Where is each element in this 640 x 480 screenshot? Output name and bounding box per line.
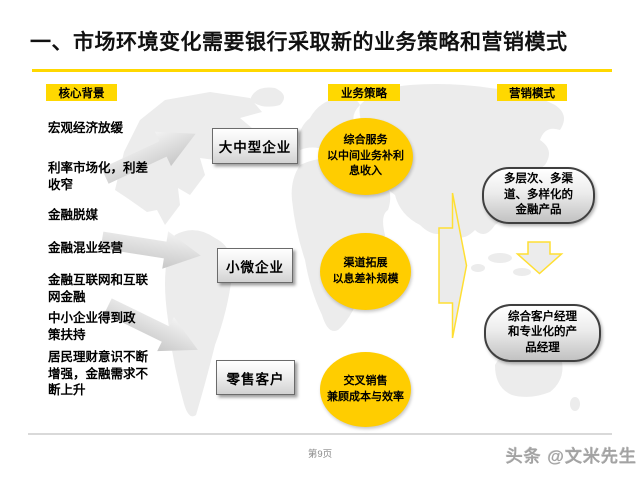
column-header-marketing-model: 营销模式 (497, 84, 567, 101)
flow-arrow-right-icon (438, 192, 468, 339)
title-underline (32, 69, 612, 72)
column-header-business-strategy: 业务策略 (328, 84, 400, 101)
continent-shape (513, 268, 531, 276)
continent-shape (488, 253, 512, 263)
background-list-item: 居民理财意识不断 增强，金融需求不 断上升 (48, 350, 149, 397)
bg-arrow-icon (104, 298, 198, 352)
strategy-ellipse: 交叉销售 兼顾成本与效率 (320, 352, 411, 427)
footer-divider (28, 433, 612, 435)
background-list-item: 金融混业经营 (48, 241, 124, 255)
background-list-item: 中小企业得到政 策扶持 (48, 311, 136, 342)
continent-shape (115, 92, 262, 225)
client-segment-box: 零售客户 (216, 360, 295, 395)
background-list-item: 宏观经济放缓 (48, 121, 124, 135)
strategy-ellipse: 渠道拓展 以息差补规模 (320, 233, 411, 310)
marketing-pill: 综合客户经理 和专业化的产 品经理 (484, 304, 601, 362)
continent-shape (570, 397, 580, 411)
page-number: 第9页 (307, 449, 333, 460)
watermark-byline: 头条 @文米先生 (505, 447, 637, 466)
bg-arrow-icon (101, 131, 196, 184)
flow-arrow-down-icon (515, 241, 564, 275)
continent-shape (471, 264, 485, 272)
continent-shape (298, 97, 360, 150)
marketing-pill: 多层次、多渠 道、多样化的 金融产品 (482, 167, 595, 224)
background-list-item: 利率市场化，利差 收窄 (48, 161, 149, 192)
column-header-core-background: 核心背景 (46, 84, 117, 101)
background-list-item: 金融互联网和互联 网金融 (48, 273, 149, 304)
page-title: 一、市场环境变化需要银行采取新的业务策略和营销模式 (30, 31, 568, 54)
client-segment-box: 小微企业 (217, 248, 293, 283)
continent-shape (250, 87, 284, 107)
bg-arrow-icon (100, 231, 201, 269)
strategy-ellipse: 综合服务 以中间业务补利 息收入 (318, 118, 413, 195)
background-list-item: 金融脱媒 (48, 208, 99, 222)
client-segment-box: 大中型企业 (212, 128, 298, 164)
continent-shape (165, 230, 233, 417)
